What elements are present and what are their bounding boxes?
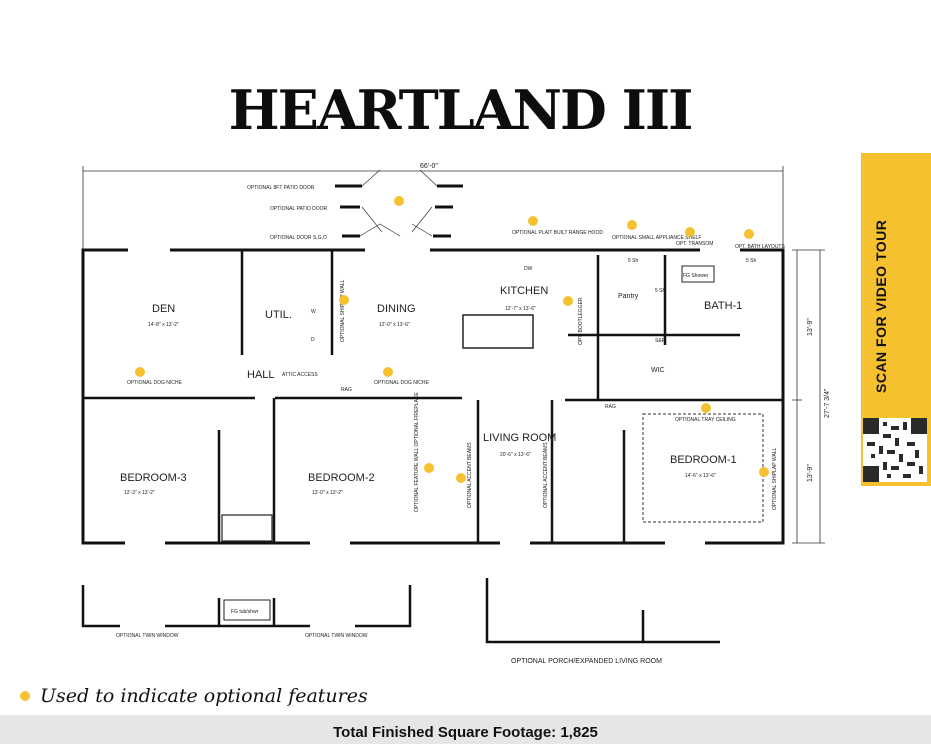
overall-width-label: 66'-0" bbox=[420, 163, 438, 170]
room-bedroom2-size: 13'-0" x 13'-2" bbox=[312, 490, 343, 496]
square-footage-bar: Total Finished Square Footage: 1,825 bbox=[0, 715, 931, 744]
fixture-rag2: RAG bbox=[605, 404, 616, 410]
room-dining-size: 12'-0" x 13'-6" bbox=[379, 322, 410, 328]
option-appliance: OPTIONAL SMALL APPLIANCE SHELF bbox=[612, 235, 701, 241]
room-kitchen: KITCHEN bbox=[500, 285, 548, 297]
room-bedroom3-size: 12'-3" x 13'-2" bbox=[124, 490, 155, 496]
option-dog-niche-left: OPTIONAL DOG NICHE bbox=[127, 380, 182, 386]
video-tour-label: SCAN FOR VIDEO TOUR bbox=[873, 219, 889, 393]
room-util: UTIL. bbox=[265, 309, 292, 321]
fixture-dw: DW bbox=[524, 266, 533, 272]
room-pantry: Pantry bbox=[618, 293, 639, 300]
fixture-fg-tub: FG tub/shwr bbox=[231, 609, 259, 615]
room-dining: DINING bbox=[377, 303, 416, 315]
option-hood: OPTIONAL PLAIT BUILT RANGE HOOD bbox=[512, 230, 603, 236]
interior-walls bbox=[83, 250, 783, 543]
tray-ceiling bbox=[642, 413, 764, 523]
room-bath1: BATH-1 bbox=[704, 300, 742, 312]
room-bedroom1-size: 14'-6" x 13'-6" bbox=[685, 473, 716, 479]
room-wic: WIC bbox=[651, 367, 665, 374]
fixture-w: W bbox=[311, 309, 316, 315]
fixture-attic: ATTIC ACCESS bbox=[282, 372, 318, 378]
kitchen-island bbox=[462, 314, 534, 349]
legend: Used to indicate optional features bbox=[20, 684, 368, 708]
dim-lower: 13'-9" bbox=[807, 464, 814, 482]
room-living-size: 20'-6" x 13'-6" bbox=[500, 452, 531, 458]
room-bedroom2: BEDROOM-2 bbox=[308, 472, 375, 484]
option-patio8: OPTIONAL 8FT PATIO DOOR bbox=[247, 185, 315, 191]
option-fireplace: OPTIONAL FEATURE WALL OPTIONAL FIREPLACE bbox=[414, 392, 420, 512]
option-dog-niche-mid: OPTIONAL DOG NICHE bbox=[374, 380, 429, 386]
fixture-sr: S&R bbox=[655, 338, 666, 344]
option-porch: OPTIONAL PORCH/EXPANDED LIVING ROOM bbox=[511, 658, 662, 665]
alt-porch-plan bbox=[485, 578, 720, 644]
option-shiplap-dining: OPTIONAL SHIPLAP WALL bbox=[340, 279, 346, 342]
fixture-shelf2: 5 Sh bbox=[655, 288, 666, 294]
room-bedroom1: BEDROOM-1 bbox=[670, 454, 737, 466]
option-door-sgs: OPTIONAL DOOR S,G,O bbox=[270, 235, 327, 241]
shower bbox=[681, 265, 715, 283]
alt-twin-window-plan bbox=[81, 585, 412, 628]
option-accent-beams-2: OPTIONAL ACCENT BEAMS bbox=[543, 442, 549, 508]
room-hall: HALL bbox=[247, 369, 275, 381]
room-bedroom3: BEDROOM-3 bbox=[120, 472, 187, 484]
room-living: LIVING ROOM bbox=[483, 432, 556, 444]
dim-upper: 13'-9" bbox=[807, 318, 814, 336]
legend-dot-icon bbox=[20, 691, 30, 701]
exterior-walls bbox=[81, 248, 785, 545]
room-den: DEN bbox=[152, 303, 175, 315]
fixture-shelf3: 5 Sh bbox=[746, 258, 757, 264]
optional-feature-markers bbox=[135, 196, 769, 483]
option-twin-window-2: OPTIONAL TWIN WINDOW bbox=[305, 633, 368, 639]
option-bootlegger: OPT. BOOTLEGGER bbox=[578, 297, 584, 345]
fixture-fg-shower: FG Shower bbox=[683, 273, 709, 279]
option-patio: OPTIONAL PATIO DOOR bbox=[270, 206, 328, 212]
room-den-size: 14'-8" x 13'-2" bbox=[148, 322, 179, 328]
fixture-d: D bbox=[311, 337, 315, 343]
option-bath-layouts: OPT. BATH LAYOUTS bbox=[735, 244, 785, 250]
option-shiplap-bed1: OPTIONAL SHIPLAP WALL bbox=[772, 447, 778, 510]
option-twin-window-1: OPTIONAL TWIN WINDOW bbox=[116, 633, 179, 639]
qr-code[interactable] bbox=[863, 418, 927, 482]
option-tray-ceiling: OPTIONAL TRAY CEILING bbox=[675, 417, 736, 423]
dim-overall-depth: 27'-7 3/4" bbox=[824, 388, 831, 418]
overall-width-dimension bbox=[82, 166, 784, 250]
legend-text: Used to indicate optional features bbox=[40, 685, 368, 707]
fixture-shelf1: 5 Sh bbox=[628, 258, 639, 264]
option-accent-beams-1: OPTIONAL ACCENT BEAMS bbox=[467, 442, 473, 508]
room-kitchen-size: 12'-7" x 13'-6" bbox=[505, 306, 536, 312]
plan-title: HEARTLAND III bbox=[228, 78, 694, 142]
option-transom: OPT. TRANSOM bbox=[676, 241, 713, 247]
bathtub bbox=[221, 514, 273, 542]
fixture-rag: RAG bbox=[341, 387, 352, 393]
